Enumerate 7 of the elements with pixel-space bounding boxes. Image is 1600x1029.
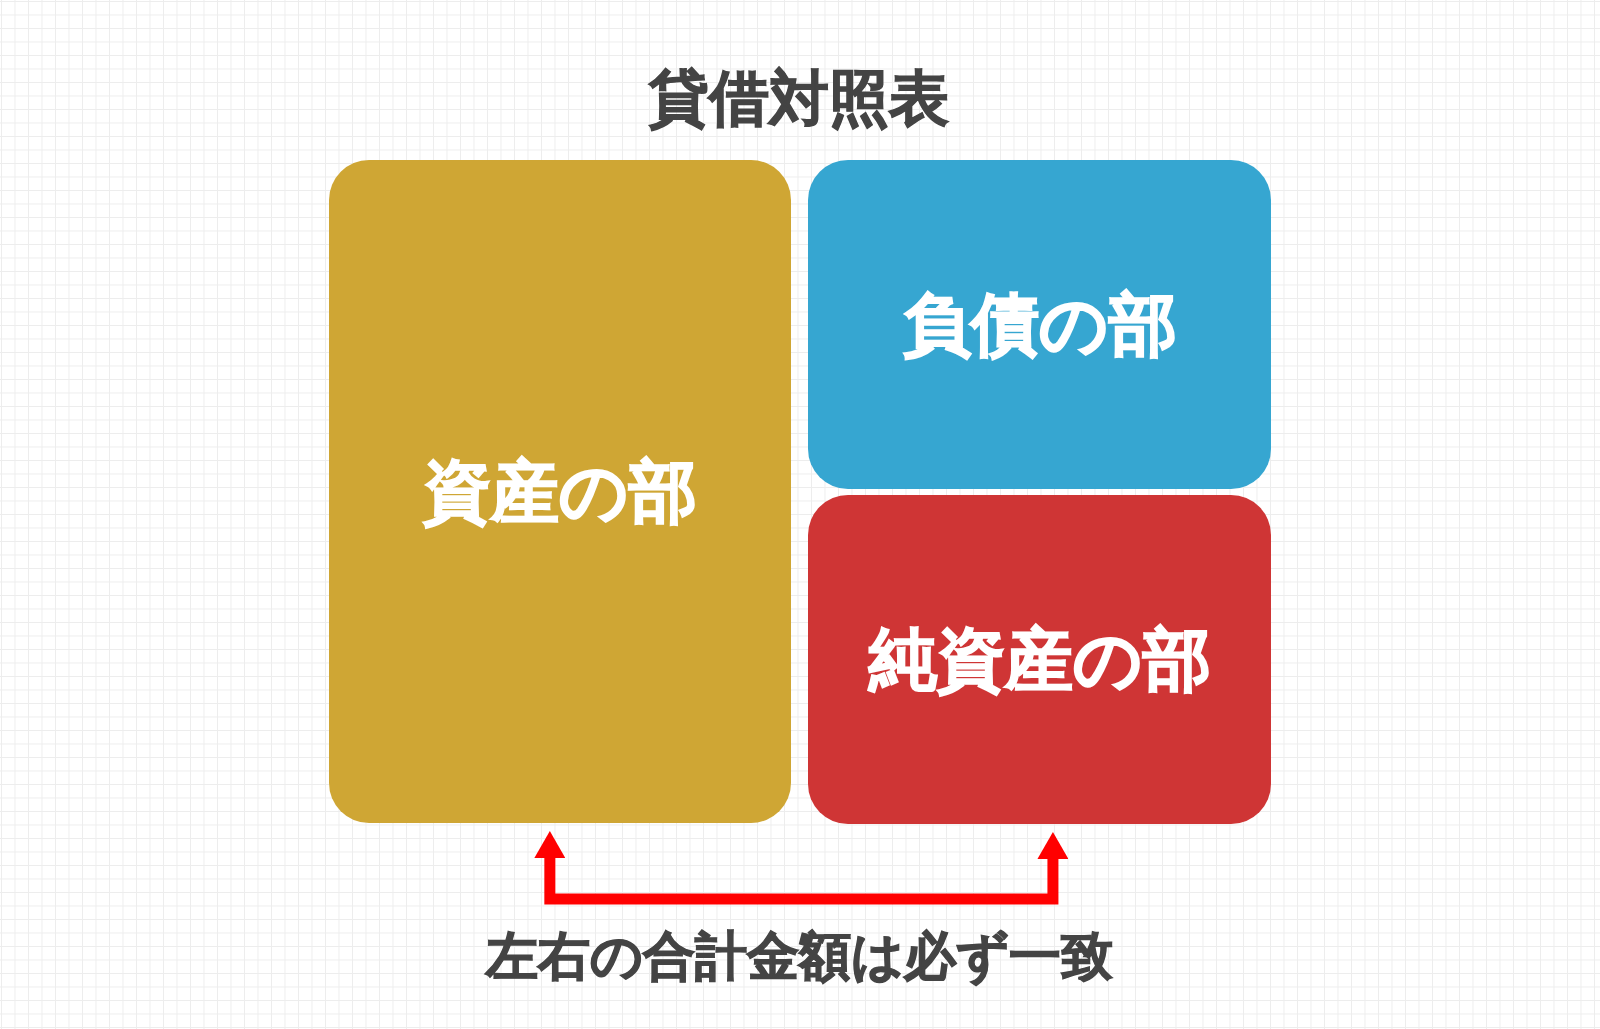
section-label: 負債の部 — [902, 290, 1177, 359]
section-label: 資産の部 — [423, 457, 697, 526]
double-arrow — [534, 831, 1069, 905]
section-label: 純資産の部 — [868, 625, 1211, 694]
section-box — [808, 160, 1271, 489]
section-box — [808, 495, 1271, 824]
section-box — [329, 160, 791, 823]
